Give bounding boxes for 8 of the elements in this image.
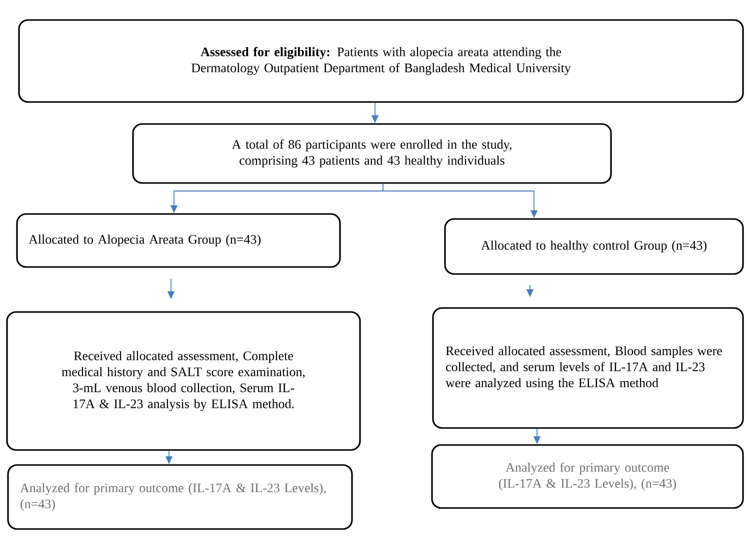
process-box: Analyzed for primary outcome (IL-17A & IL-23 Levels), (n=43) [431,444,744,509]
process-box: Analyzed for primary outcome (IL-17A & IL-23 Levels), (n=43) [7,464,353,530]
process-box: A total of 86 participants were enrolled in the study, comprising 43 patients and 43 healthy individuals [132,123,612,184]
process-box: Allocated to Alopecia Areata Group (n=43) [16,213,341,268]
process-box: Assessed for eligibility: Patients with alopecia areata attending the Dermatology Outpatient Department of Bangladesh Medical University [18,19,744,103]
process-box: Received allocated assessment, Complete medical history and SALT score examination, 3-mL venous blood collection, Serum IL-17A & IL-23 analysis by ELISA method. [6,311,361,451]
process-box: Received allocated assessment, Blood samples were collected, and serum levels of IL-17A and IL-23 were analyzed using the ELISA method [432,307,744,429]
process-box: Allocated to healthy control Group (n=43) [444,218,744,275]
